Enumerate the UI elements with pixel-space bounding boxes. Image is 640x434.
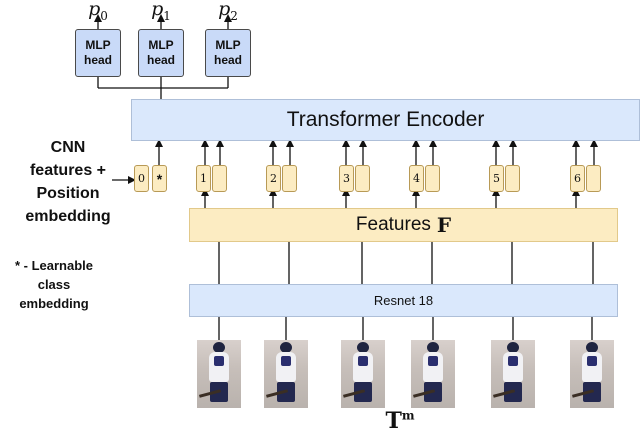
- token-0-position: 0: [134, 165, 149, 192]
- player-crop-image-3: [341, 340, 385, 408]
- token-5-position: 5: [489, 165, 504, 192]
- token-1-position: 1: [196, 165, 211, 192]
- features-symbol: F: [436, 213, 452, 237]
- mlp-head-2-line2: head: [213, 53, 242, 67]
- token-4-position: 4: [409, 165, 424, 192]
- resnet-label: Resnet 18: [373, 293, 434, 308]
- cls-note-line-2: class: [37, 277, 71, 292]
- connector-lines: [94, 14, 598, 340]
- token-3-position: 3: [339, 165, 354, 192]
- token-1-feature: [212, 165, 227, 192]
- mlp-head-0-line1: MLP: [85, 38, 111, 52]
- mlp-head-1: MLP head: [138, 29, 184, 77]
- cnn-label-line-1: CNN: [50, 139, 86, 156]
- resnet-block: Resnet 18: [189, 284, 618, 317]
- mlp-head-1-line2: head: [146, 53, 175, 67]
- transformer-encoder-label: Transformer Encoder: [286, 108, 485, 131]
- mlp-head-0-line2: head: [83, 53, 112, 67]
- token-6-feature: [586, 165, 601, 192]
- output-p0-label: p0: [88, 0, 108, 23]
- token-class-embedding: *: [152, 165, 167, 192]
- output-p1-label: p1: [151, 0, 171, 23]
- player-crop-image-1: [197, 340, 241, 408]
- class-embedding-note: * - Learnable class embedding: [0, 256, 108, 313]
- mlp-head-0: MLP head: [75, 29, 121, 77]
- token-2-position: 2: [266, 165, 281, 192]
- mlp-head-1-line1: MLP: [148, 38, 174, 52]
- player-crop-image-6: [570, 340, 614, 408]
- cls-note-line-1: * - Learnable: [14, 258, 94, 273]
- player-crop-image-5: [491, 340, 535, 408]
- token-3-feature: [355, 165, 370, 192]
- cnn-label-line-3: Position: [36, 185, 100, 202]
- mlp-head-2-line1: MLP: [215, 38, 241, 52]
- player-crop-image-4: [411, 340, 455, 408]
- token-6-position: 6: [570, 165, 585, 192]
- cnn-label-line-2: features +: [29, 162, 107, 179]
- transformer-encoder-block: Transformer Encoder: [131, 99, 640, 141]
- output-p2-label: p2: [218, 0, 238, 23]
- player-crop-image-2: [264, 340, 308, 408]
- cnn-features-label: CNN features + Position embedding: [0, 136, 136, 228]
- token-5-feature: [505, 165, 520, 192]
- cnn-label-line-4: embedding: [25, 208, 111, 225]
- input-tracklet-label: Tm: [385, 408, 415, 434]
- features-block: Features F: [189, 208, 618, 242]
- features-label: Features: [355, 214, 431, 235]
- token-4-feature: [425, 165, 440, 192]
- cls-note-line-3: embedding: [19, 296, 89, 311]
- mlp-head-2: MLP head: [205, 29, 251, 77]
- token-2-feature: [282, 165, 297, 192]
